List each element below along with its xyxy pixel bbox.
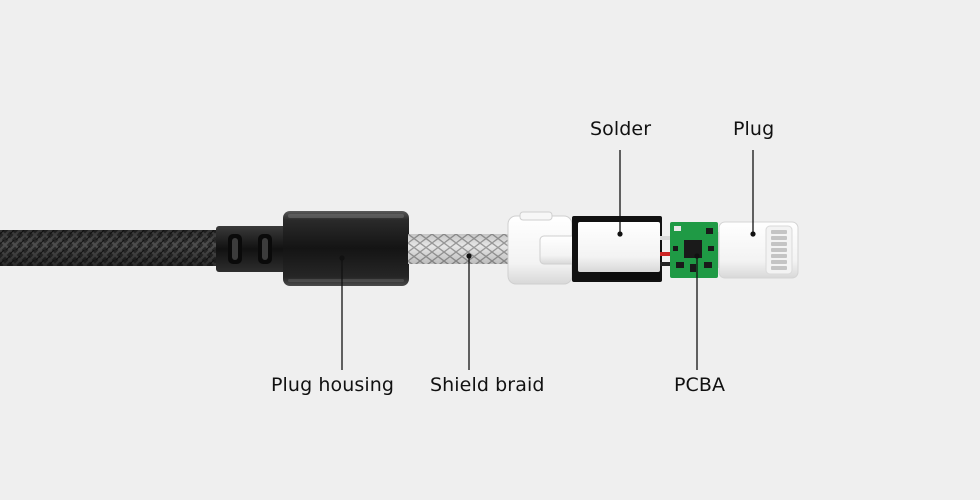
leader-dots (339, 231, 756, 261)
label-plug: Plug (733, 118, 775, 140)
label-solder: Solder (590, 118, 652, 140)
label-plug-housing: Plug housing (271, 374, 395, 396)
label-pcba: PCBA (674, 374, 726, 396)
plug-housing-shell (283, 211, 409, 286)
label-shield-braid: Shield braid (430, 374, 545, 396)
lightning-plug (718, 221, 799, 279)
braided-cable (0, 230, 222, 266)
shield-braid-mesh (408, 234, 516, 264)
pcb-board (670, 222, 722, 278)
wires (660, 236, 674, 266)
solder-cup (572, 216, 662, 282)
strain-relief (216, 226, 288, 272)
inner-molding (507, 211, 591, 285)
leader-lines (341, 150, 754, 370)
